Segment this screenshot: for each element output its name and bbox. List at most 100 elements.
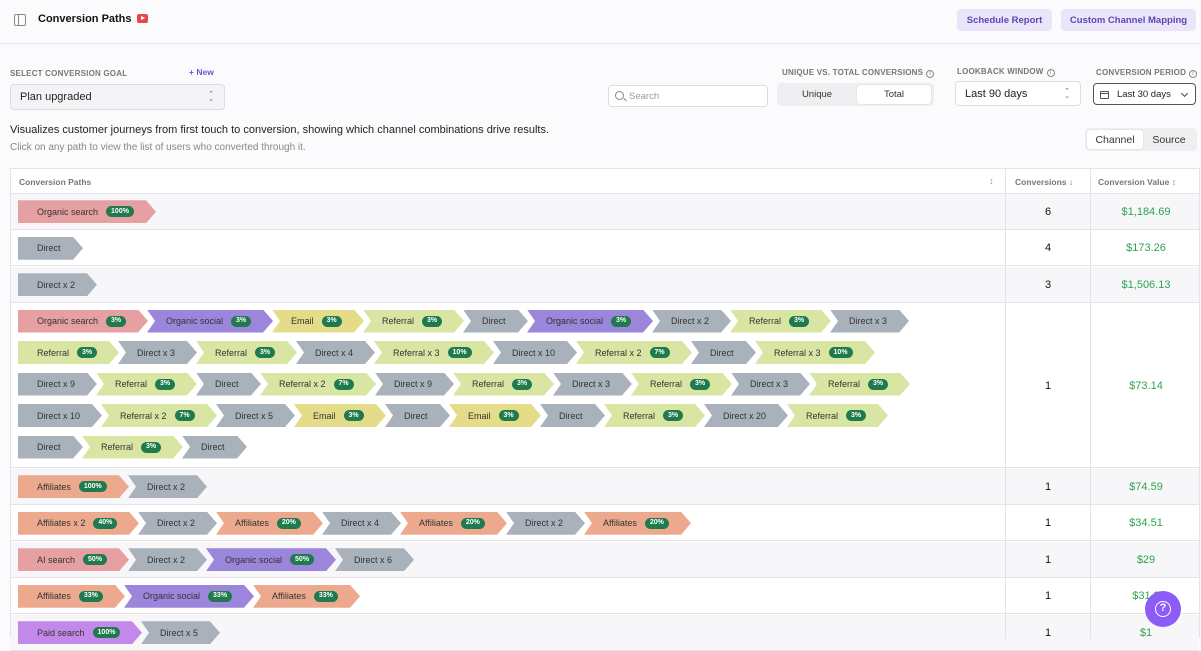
new-goal-link[interactable]: + New xyxy=(189,67,214,77)
path-step-direct[interactable]: Direct xyxy=(691,341,756,364)
path-step-direct[interactable]: Direct xyxy=(18,237,83,260)
search-input[interactable] xyxy=(629,89,759,103)
path-step-direct[interactable]: Direct x 9 xyxy=(375,373,454,396)
path-step-direct[interactable]: Direct x 2 xyxy=(652,310,731,333)
path-step-direct[interactable]: Direct x 5 xyxy=(141,621,220,644)
custom-channel-mapping-button[interactable]: Custom Channel Mapping xyxy=(1061,9,1196,31)
path-step-direct[interactable]: Direct x 5 xyxy=(216,404,295,427)
path-step-direct[interactable]: Direct x 2 xyxy=(18,273,97,296)
col-header-value[interactable]: Conversion Value ↕ xyxy=(1098,176,1176,187)
path-step-label: Direct x 3 xyxy=(137,347,176,358)
help-button[interactable]: ? xyxy=(1145,591,1181,627)
path-step-direct[interactable]: Direct x 3 xyxy=(830,310,909,333)
col-header-paths[interactable]: Conversion Paths xyxy=(19,176,92,187)
path-step-direct[interactable]: Direct x 20 xyxy=(704,404,788,427)
conversion-value-cell: $173.26 xyxy=(1126,242,1166,255)
path-step-direct[interactable]: Direct xyxy=(196,373,261,396)
channel-option[interactable]: Channel xyxy=(1087,130,1143,149)
lookback-window-select[interactable]: Last 90 days ⌃⌄ xyxy=(955,81,1081,106)
source-option[interactable]: Source xyxy=(1152,133,1186,146)
path-step-direct[interactable]: Direct xyxy=(18,436,83,459)
path-step-label: Referral x 2 xyxy=(279,379,326,389)
info-icon[interactable]: i xyxy=(926,70,935,78)
path-step-direct[interactable]: Direct x 3 xyxy=(553,373,632,396)
conversion-value-cell: $74.59 xyxy=(1129,480,1163,493)
search-box[interactable] xyxy=(608,85,768,107)
path-step-direct[interactable]: Direct x 4 xyxy=(296,341,375,364)
path-step-label: Organic social xyxy=(225,554,283,565)
conversion-goal-select[interactable]: Plan upgraded ⌃⌄ xyxy=(10,84,225,110)
path-step-direct[interactable]: Direct xyxy=(385,404,450,427)
col-header-conversions[interactable]: Conversions ↓ xyxy=(1015,176,1074,187)
path-step-direct[interactable]: Direct x 9 xyxy=(18,373,97,396)
path-step-direct[interactable]: Direct xyxy=(463,310,528,333)
path-step-direct[interactable]: Direct x 2 xyxy=(128,548,207,571)
path-step-direct[interactable]: Direct x 2 xyxy=(128,475,207,498)
conversion-period-select[interactable]: Last 30 days xyxy=(1093,83,1196,105)
path-step-direct[interactable]: Direct x 3 xyxy=(118,341,197,364)
path-step-direct[interactable]: Direct x 6 xyxy=(335,548,414,571)
path-step-direct[interactable]: Direct x 2 xyxy=(138,512,217,535)
schedule-report-button[interactable]: Schedule Report xyxy=(957,9,1052,31)
path-step-direct[interactable]: Direct x 2 xyxy=(506,512,585,535)
info-icon[interactable]: i xyxy=(1189,70,1198,78)
percentage-badge: 50% xyxy=(290,554,314,565)
total-option[interactable]: Total xyxy=(857,85,931,104)
unique-option[interactable]: Unique xyxy=(801,89,833,100)
path-step-label: Direct xyxy=(215,379,239,389)
path-step-direct[interactable]: Direct x 10 xyxy=(18,404,102,427)
path-step-direct[interactable]: Direct x 10 xyxy=(493,341,577,364)
path-step-direct[interactable]: Direct x 4 xyxy=(322,512,401,535)
path-step-direct[interactable]: Direct x 3 xyxy=(731,373,810,396)
sort-icon[interactable]: ↕ xyxy=(989,176,994,186)
path-step-direct[interactable]: Direct xyxy=(182,436,247,459)
sidebar-toggle-icon[interactable] xyxy=(14,14,26,26)
path-step-organic-social[interactable]: Organic social 50% xyxy=(206,548,336,571)
youtube-icon[interactable] xyxy=(137,14,148,23)
info-icon[interactable]: i xyxy=(1046,69,1055,77)
path-step-direct[interactable]: Direct xyxy=(540,404,605,427)
